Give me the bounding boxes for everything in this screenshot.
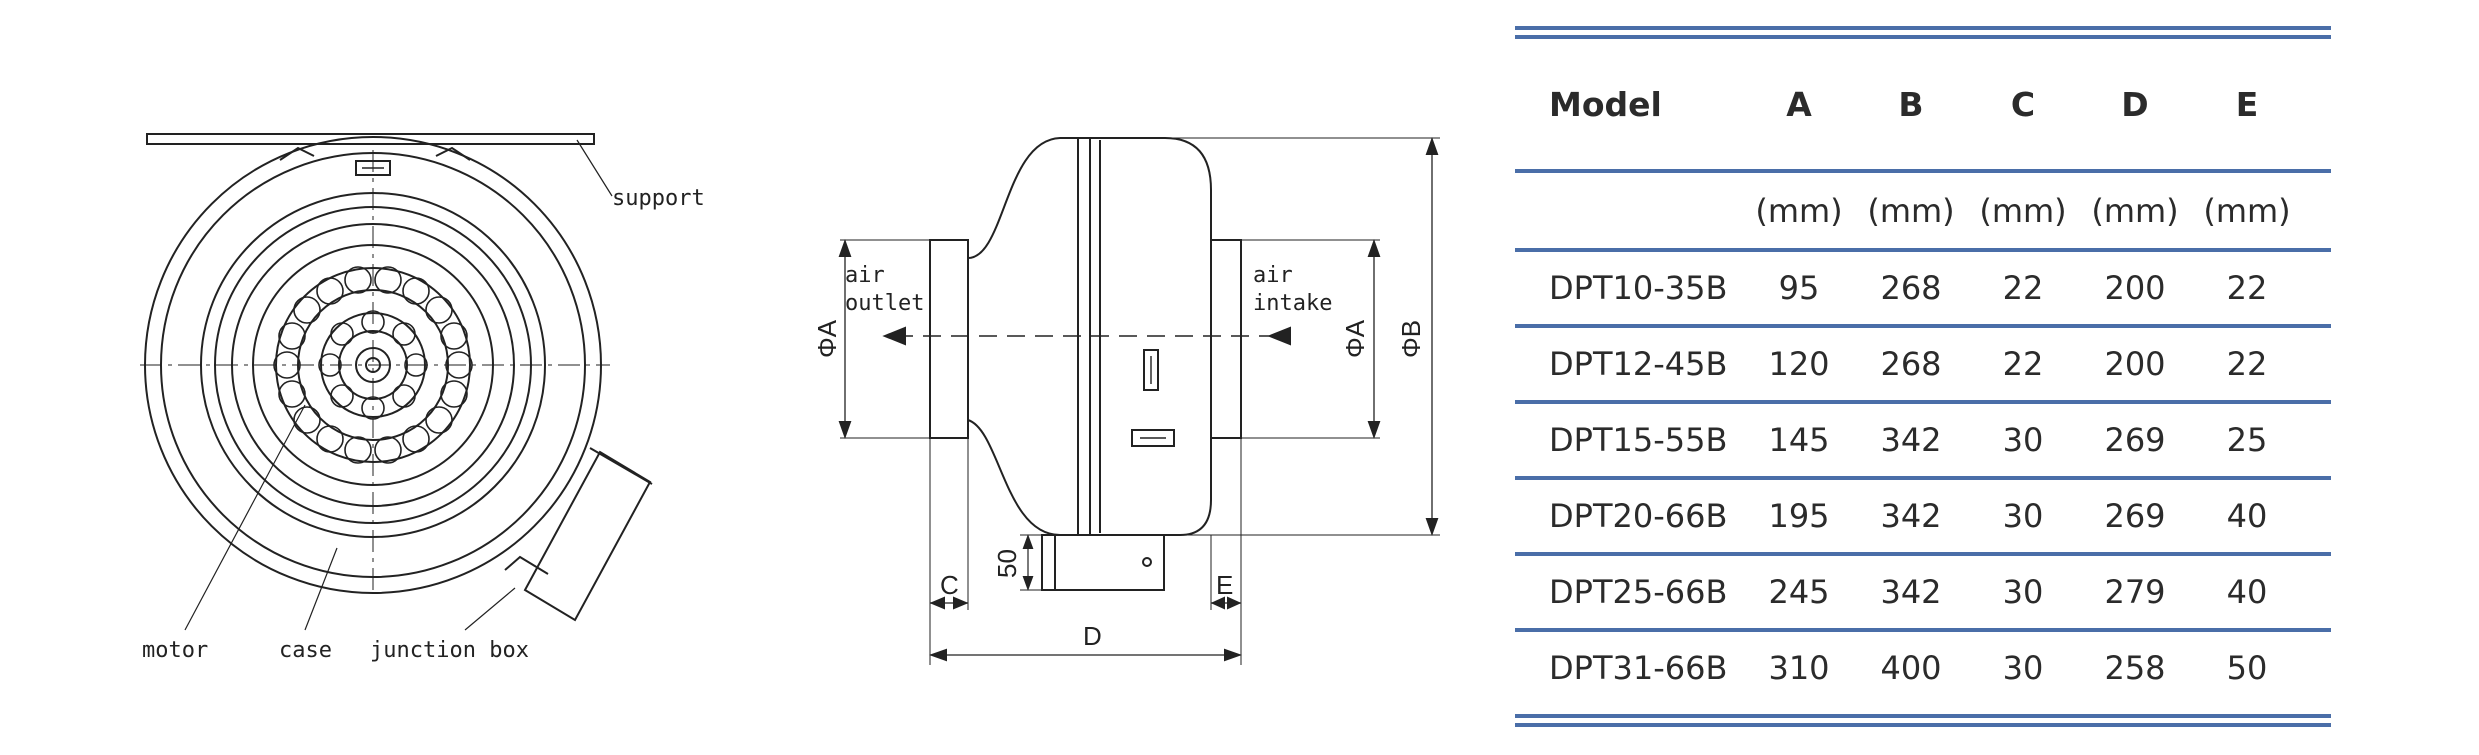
dim-phiA-right-label: ΦA	[1340, 319, 1370, 358]
dim-phiA-left-label: ΦA	[812, 319, 842, 358]
header-model: Model	[1549, 84, 1662, 124]
units-d: (mm)	[2091, 191, 2179, 230]
air-intake-label-2: intake	[1253, 291, 1332, 316]
air-outlet-label-1: air	[845, 263, 885, 288]
model-cell: DPT12-45B	[1549, 345, 1728, 383]
air-outlet-label-2: outlet	[845, 291, 924, 316]
b-cell: 400	[1880, 649, 1942, 687]
b-cell: 268	[1880, 345, 1942, 383]
b-cell: 342	[1880, 573, 1942, 611]
c-cell: 22	[2002, 345, 2044, 383]
a-cell: 310	[1768, 649, 1830, 687]
header-d: D	[2121, 84, 2149, 124]
table-top-rule	[1515, 26, 2331, 39]
b-cell: 268	[1880, 269, 1942, 307]
d-cell: 269	[2104, 497, 2166, 535]
c-cell: 30	[2002, 497, 2044, 535]
d-cell: 200	[2104, 269, 2166, 307]
table-row: DPT12-45B 120 268 22 200 22	[1515, 328, 2331, 404]
units-c: (mm)	[1979, 191, 2067, 230]
support-plate	[146, 133, 595, 145]
header-a: A	[1786, 84, 1812, 124]
e-cell: 40	[2226, 573, 2268, 611]
dim-E-label: E	[1216, 570, 1233, 600]
case-label: case	[279, 638, 332, 663]
c-cell: 30	[2002, 649, 2044, 687]
header-b: B	[1898, 84, 1924, 124]
side-view	[838, 137, 1440, 665]
d-cell: 200	[2104, 345, 2166, 383]
a-cell: 245	[1768, 573, 1830, 611]
front-view	[140, 133, 653, 631]
model-cell: DPT20-66B	[1549, 497, 1728, 535]
dim-phiB-label: ΦB	[1396, 320, 1426, 358]
d-cell: 279	[2104, 573, 2166, 611]
table-row: DPT31-66B 310 400 30 258 50	[1515, 632, 2331, 704]
units-e: (mm)	[2203, 191, 2291, 230]
table-units-row: (mm) (mm) (mm) (mm) (mm)	[1515, 173, 2331, 252]
table-row: DPT15-55B 145 342 30 269 25	[1515, 404, 2331, 480]
support-label: support	[612, 186, 705, 211]
units-a: (mm)	[1755, 191, 1843, 230]
a-cell: 195	[1768, 497, 1830, 535]
e-cell: 25	[2226, 421, 2268, 459]
fan-technical-drawing: support motor case junction box air outl…	[140, 133, 1440, 665]
junction-box	[504, 447, 653, 622]
header-e: E	[2235, 84, 2259, 124]
air-intake-label-1: air	[1253, 263, 1293, 288]
model-cell: DPT10-35B	[1549, 269, 1728, 307]
dimension-spec-table: Model A B C D E (mm) (mm) (mm) (mm) (mm)…	[1515, 26, 2331, 727]
b-cell: 342	[1880, 497, 1942, 535]
fan-body	[967, 137, 1212, 536]
a-cell: 145	[1768, 421, 1830, 459]
dim-D-label: D	[1083, 621, 1102, 651]
e-cell: 50	[2226, 649, 2268, 687]
table-row: DPT25-66B 245 342 30 279 40	[1515, 556, 2331, 632]
header-c: C	[2010, 84, 2036, 124]
junction-box-label: junction box	[370, 638, 529, 663]
a-cell: 120	[1768, 345, 1830, 383]
model-cell: DPT31-66B	[1549, 649, 1728, 687]
units-b: (mm)	[1867, 191, 1955, 230]
a-cell: 95	[1778, 269, 1820, 307]
dim-50-label: 50	[992, 549, 1022, 578]
table-bottom-rule	[1515, 714, 2331, 727]
d-cell: 258	[2104, 649, 2166, 687]
c-cell: 30	[2002, 421, 2044, 459]
c-cell: 22	[2002, 269, 2044, 307]
motor-label: motor	[142, 638, 208, 663]
outlet-collar	[929, 239, 969, 439]
d-cell: 269	[2104, 421, 2166, 459]
e-cell: 22	[2226, 269, 2268, 307]
model-cell: DPT15-55B	[1549, 421, 1728, 459]
dim-C-label: C	[940, 570, 959, 600]
intake-collar	[1210, 239, 1242, 439]
b-cell: 342	[1880, 421, 1942, 459]
c-cell: 30	[2002, 573, 2044, 611]
e-cell: 40	[2226, 497, 2268, 535]
table-header-row: Model A B C D E	[1515, 39, 2331, 173]
e-cell: 22	[2226, 345, 2268, 383]
table-row: DPT10-35B 95 268 22 200 22	[1515, 252, 2331, 328]
model-cell: DPT25-66B	[1549, 573, 1728, 611]
table-row: DPT20-66B 195 342 30 269 40	[1515, 480, 2331, 556]
